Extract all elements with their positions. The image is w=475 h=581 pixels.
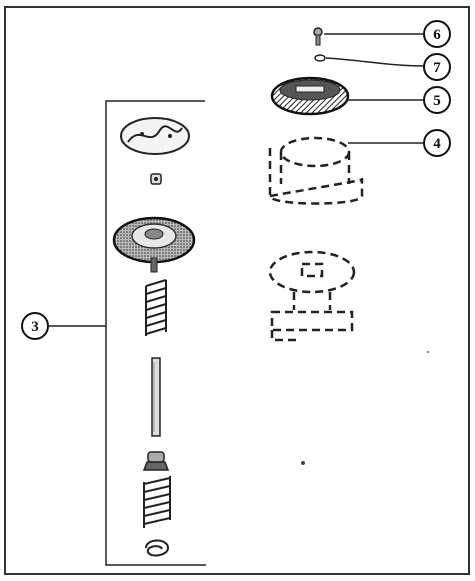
cap-disc — [270, 76, 350, 116]
svg-text:3: 3 — [31, 319, 39, 335]
dashed-upper-housing — [268, 136, 364, 205]
parts-group-bracket — [105, 100, 206, 566]
gasket — [120, 117, 190, 155]
svg-text:5: 5 — [433, 93, 441, 109]
callout-6: 6 — [423, 20, 451, 48]
stray-dot — [301, 461, 305, 465]
retaining-clip — [145, 539, 170, 557]
washer — [314, 54, 326, 62]
callout-3: 3 — [21, 312, 49, 340]
diaphragm — [112, 216, 196, 273]
callout-7: 7 — [423, 53, 451, 81]
outer-frame — [4, 6, 470, 575]
callout-5: 5 — [423, 86, 451, 114]
svg-text:4: 4 — [433, 136, 441, 152]
lower-spring — [143, 476, 171, 528]
leader-line-7 — [325, 57, 425, 67]
stray-dot — [427, 351, 429, 353]
upper-spring — [145, 279, 167, 336]
small-nut — [150, 173, 162, 185]
valve-head — [142, 451, 170, 471]
callout-4: 4 — [423, 129, 451, 157]
dashed-lower-fitting — [268, 250, 356, 342]
svg-text:7: 7 — [433, 60, 441, 76]
svg-text:6: 6 — [433, 27, 441, 43]
pin-rod — [151, 357, 161, 437]
screw — [313, 27, 323, 46]
